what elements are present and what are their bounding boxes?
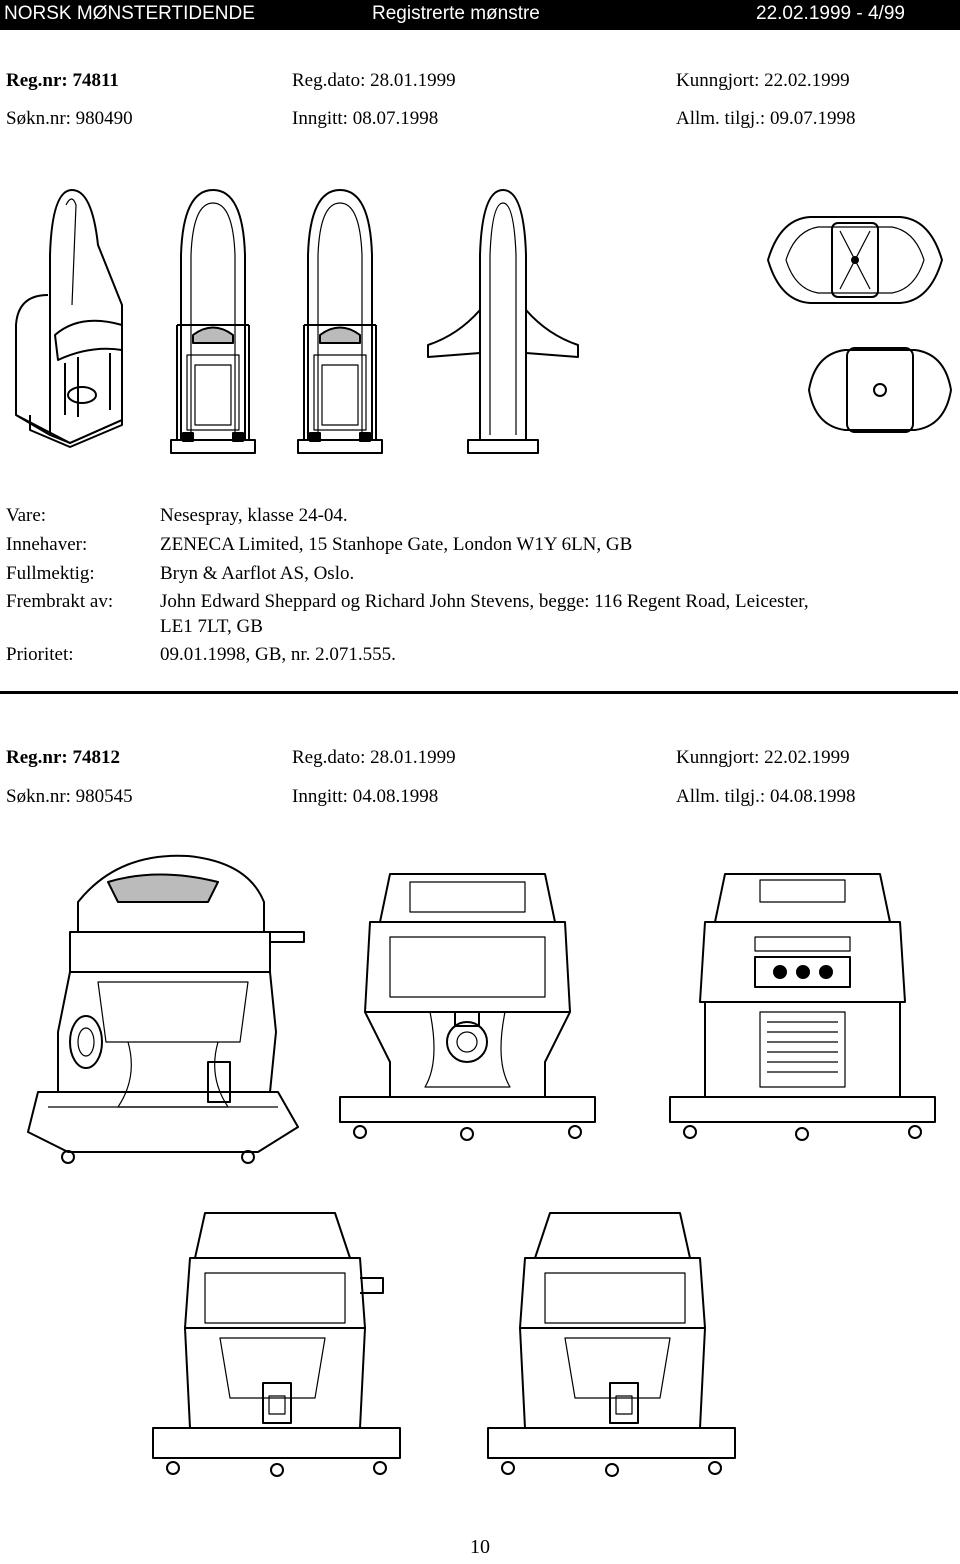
issue-date: 22.02.1999 - 4/99	[756, 3, 905, 24]
entry1-regdato: Reg.dato: 28.01.1999	[292, 70, 456, 91]
field-value-prioritet: 09.01.1998, GB, nr. 2.071.555.	[160, 644, 396, 665]
entry1-soknr: Søkn.nr: 980490	[6, 108, 133, 129]
entry2-soknr: Søkn.nr: 980545	[6, 786, 133, 807]
nasal-spray-bottom-view-drawing	[808, 347, 952, 433]
field-label-frembrakt-av: Frembrakt av:	[6, 591, 114, 612]
nasal-spray-back-view-drawing	[297, 189, 383, 454]
publication-title: NORSK MØNSTERTIDENDE	[4, 3, 255, 24]
vacuum-left-side-view-drawing	[152, 1212, 401, 1477]
field-label-innehaver: Innehaver:	[6, 534, 88, 555]
vacuum-right-side-view-drawing	[487, 1212, 736, 1477]
nasal-spray-front-view-drawing	[170, 189, 256, 454]
field-label-fullmektig: Fullmektig:	[6, 563, 95, 584]
page-header: NORSK MØNSTERTIDENDE Registrerte mønstre…	[0, 0, 960, 30]
entry-divider	[0, 691, 958, 694]
entry1-kunngjort: Kunngjort: 22.02.1999	[676, 70, 850, 91]
vacuum-back-view-drawing	[669, 873, 936, 1141]
entry1-inngitt: Inngitt: 08.07.1998	[292, 108, 439, 129]
nasal-spray-side-view-drawing	[427, 189, 579, 454]
entry2-regnr: Reg.nr: 74812	[6, 747, 120, 768]
entry1-regnr: Reg.nr: 74811	[6, 70, 119, 91]
nasal-spray-perspective-drawing	[15, 189, 123, 448]
entry2-kunngjort: Kunngjort: 22.02.1999	[676, 747, 850, 768]
field-value-innehaver: ZENECA Limited, 15 Stanhope Gate, London…	[160, 534, 633, 555]
field-label-vare: Vare:	[6, 505, 47, 526]
entry2-regdato: Reg.dato: 28.01.1999	[292, 747, 456, 768]
vacuum-perspective-drawing	[27, 854, 305, 1164]
section-title: Registrerte mønstre	[372, 3, 540, 24]
vacuum-front-view-drawing	[339, 873, 596, 1141]
entry1-allm-tilgj: Allm. tilgj.: 09.07.1998	[676, 108, 856, 129]
field-value-vare: Nesespray, klasse 24-04.	[160, 505, 348, 526]
entry2-allm-tilgj: Allm. tilgj.: 04.08.1998	[676, 786, 856, 807]
field-label-prioritet: Prioritet:	[6, 644, 74, 665]
entry2-inngitt: Inngitt: 04.08.1998	[292, 786, 439, 807]
nasal-spray-top-view-drawing	[767, 216, 943, 304]
page-number: 10	[470, 1536, 490, 1558]
field-value-frembrakt-av: John Edward Sheppard og Richard John Ste…	[160, 591, 809, 612]
field-value-fullmektig: Bryn & Aarflot AS, Oslo.	[160, 563, 355, 584]
field-value-frembrakt-av-cont: LE1 7LT, GB	[160, 616, 263, 637]
